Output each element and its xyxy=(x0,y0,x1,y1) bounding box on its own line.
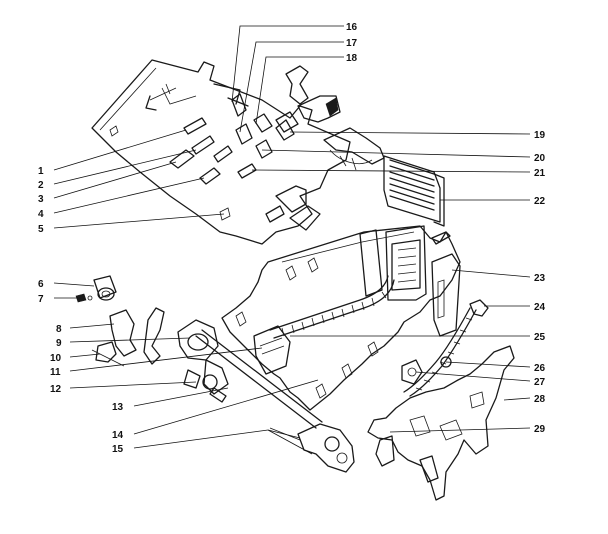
callout-2: 2 xyxy=(38,180,44,191)
callout-24: 24 xyxy=(534,302,546,313)
callout-17: 17 xyxy=(346,38,358,49)
bottom-bracket xyxy=(269,423,355,473)
callout-15: 15 xyxy=(112,444,124,455)
callout-9: 9 xyxy=(56,338,62,349)
connector-parts xyxy=(75,275,117,303)
callout-29: 29 xyxy=(534,424,546,435)
callout-3: 3 xyxy=(38,194,44,205)
callout-27: 27 xyxy=(534,377,546,388)
callout-12: 12 xyxy=(50,384,62,395)
callout-23: 23 xyxy=(534,273,546,284)
callout-11: 11 xyxy=(50,367,61,378)
callout-20: 20 xyxy=(534,153,546,164)
callout-19: 19 xyxy=(534,130,546,141)
callout-28: 28 xyxy=(534,394,546,405)
callout-14: 14 xyxy=(112,430,124,441)
callout-25: 25 xyxy=(534,332,546,343)
callout-26: 26 xyxy=(534,363,546,374)
heatsink-fins xyxy=(383,155,445,227)
main-circuit-board xyxy=(221,225,461,411)
arm-assembly xyxy=(367,299,515,501)
callout-10: 10 xyxy=(50,353,62,364)
callout-16: 16 xyxy=(346,22,358,33)
lever-assembly xyxy=(91,307,323,429)
callout-13: 13 xyxy=(112,402,124,413)
callout-21: 21 xyxy=(534,168,546,179)
callout-4: 4 xyxy=(38,209,44,220)
callout-22: 22 xyxy=(534,196,546,207)
callout-6: 6 xyxy=(38,279,44,290)
callout-8: 8 xyxy=(56,324,62,335)
callout-5: 5 xyxy=(38,224,44,235)
callout-7: 7 xyxy=(38,294,44,305)
callout-1: 1 xyxy=(38,166,44,177)
callout-labels: 1 2 3 4 5 6 7 8 9 10 11 12 13 14 15 16 1… xyxy=(38,22,546,455)
callout-18: 18 xyxy=(346,53,358,64)
leader-lines xyxy=(53,25,531,455)
